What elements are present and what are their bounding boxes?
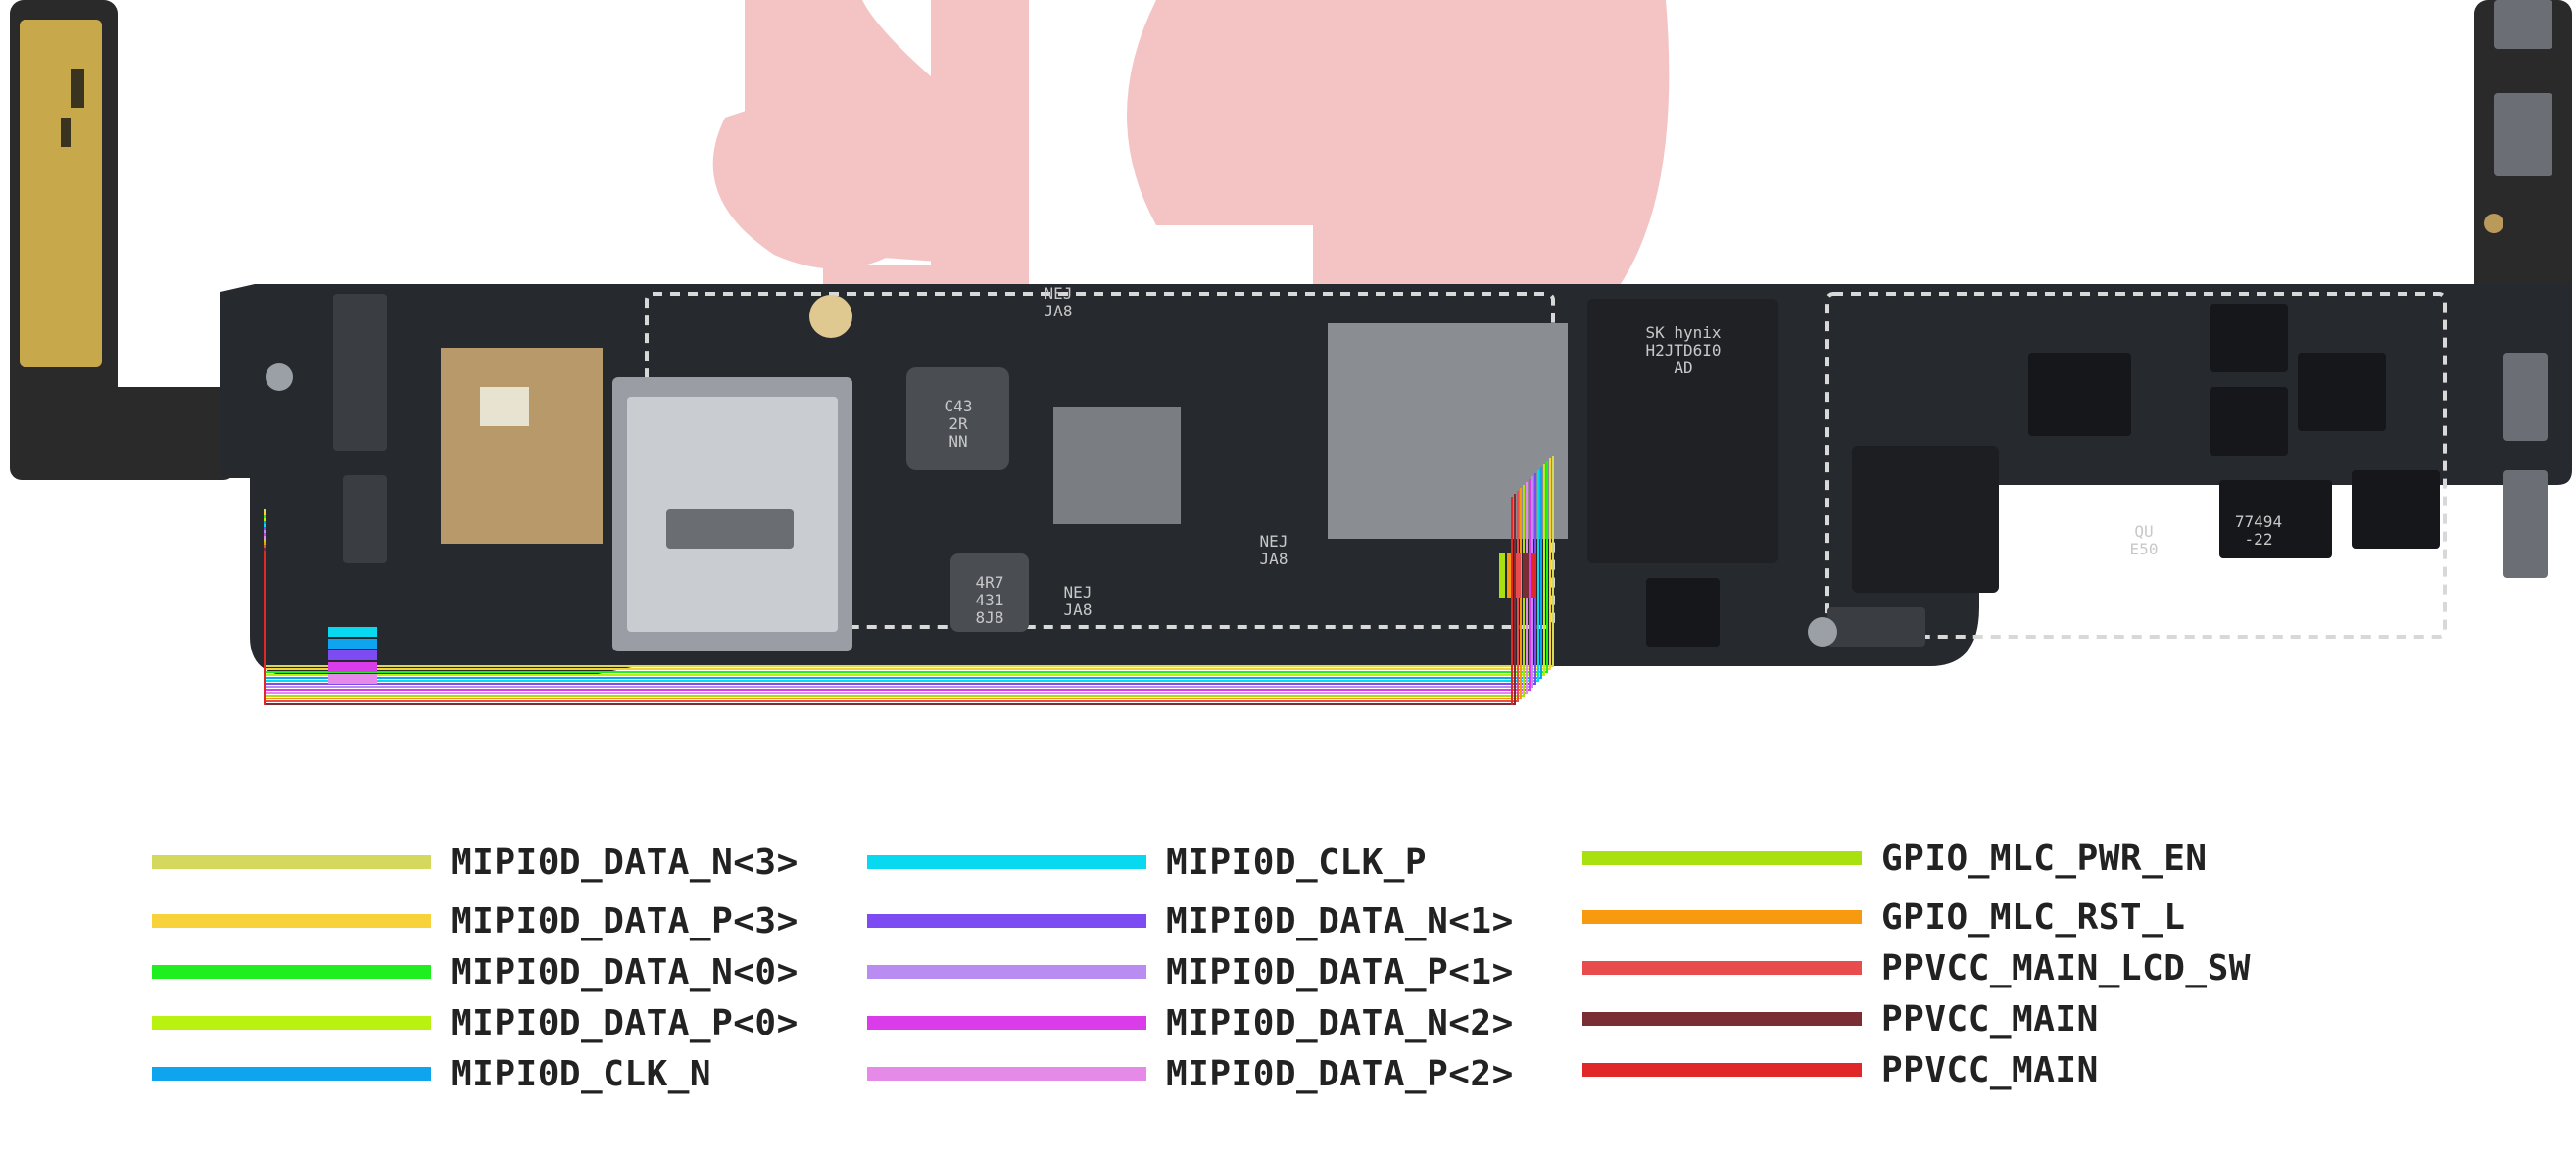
legend-swatch (152, 965, 431, 979)
legend-label: MIPI0D_DATA_N<0> (451, 951, 799, 992)
baseband-bga (1053, 407, 1181, 524)
chip-marking: JA8 (1260, 550, 1288, 568)
flex-cable-bottom (10, 387, 235, 480)
legend-item: MIPI0D_DATA_N<0> (152, 951, 799, 992)
legend-swatch (1582, 1012, 1862, 1026)
chip-marking: NEJ (1064, 583, 1093, 602)
nand-chip (1587, 299, 1778, 563)
battery-connector (333, 294, 387, 451)
inductor-c43 (906, 367, 1009, 470)
legend-swatch (867, 914, 1146, 928)
gold-screw-pad (809, 295, 852, 338)
legend-swatch (152, 914, 431, 928)
legend-swatch (1582, 910, 1862, 924)
chip-marking: JA8 (1045, 302, 1073, 320)
net-pad (1515, 553, 1521, 598)
legend-swatch (1582, 1063, 1862, 1077)
chip-marking: -22 (2245, 530, 2273, 549)
legend-label: MIPI0D_DATA_N<2> (1166, 1002, 1514, 1043)
net-pad (1507, 553, 1513, 598)
legend-label: MIPI0D_DATA_P<2> (1166, 1053, 1514, 1094)
legend-label: MIPI0D_CLK_N (451, 1053, 712, 1094)
chip-marking: NN (948, 432, 967, 451)
legend-item: PPVCC_MAIN (1582, 998, 2099, 1039)
wifi-chip (2028, 353, 2131, 436)
chip-marking: JA8 (1064, 601, 1093, 619)
legend-swatch (1582, 851, 1862, 865)
legend-label: MIPI0D_DATA_P<0> (451, 1002, 799, 1043)
legend-label: PPVCC_MAIN (1881, 998, 2099, 1039)
chip-marking: E50 (2130, 540, 2159, 558)
legend-label: MIPI0D_DATA_P<3> (451, 900, 799, 941)
chip-marking: 2R (948, 414, 968, 433)
net-pad (328, 650, 377, 660)
chip-marking: SK hynix (1645, 323, 1721, 342)
chip-marking: AD (1674, 359, 1692, 377)
net-pad (328, 627, 377, 637)
net-pad (328, 674, 377, 684)
legend-swatch (152, 1067, 431, 1081)
legend-swatch (867, 1067, 1146, 1081)
legend-item: MIPI0D_DATA_P<0> (152, 1002, 799, 1043)
legend-label: MIPI0D_DATA_N<3> (451, 842, 799, 883)
pmu-chip (1852, 446, 1999, 593)
chip-marking: C43 (945, 397, 973, 415)
chip-marking: 431 (976, 591, 1004, 609)
legend-swatch (867, 965, 1146, 979)
cpu-bga (1328, 323, 1568, 539)
legend-item: MIPI0D_DATA_N<2> (867, 1002, 1514, 1043)
legend-label: PPVCC_MAIN (1881, 1049, 2099, 1090)
chip-marking: QU (2134, 522, 2153, 541)
legend-item: MIPI0D_DATA_N<3> (152, 842, 799, 883)
legend-item: GPIO_MLC_RST_L (1582, 896, 2186, 938)
net-pad (1523, 553, 1529, 598)
legend-item: MIPI0D_DATA_P<1> (867, 951, 1514, 992)
net-trace (264, 497, 1513, 705)
chip-marking: NEJ (1045, 284, 1073, 303)
chip-marking: NEJ (1260, 532, 1288, 551)
chip-marking: 77494 (2235, 512, 2282, 531)
chip-marking: H2JTD6I0 (1645, 341, 1721, 360)
gold-can (441, 348, 603, 544)
legend-swatch (152, 1016, 431, 1030)
gold-shield-strip (20, 20, 102, 367)
legend-item: PPVCC_MAIN (1582, 1049, 2099, 1090)
legend-swatch (867, 855, 1146, 869)
legend-label: MIPI0D_DATA_P<1> (1166, 951, 1514, 992)
legend-label: MIPI0D_DATA_N<1> (1166, 900, 1514, 941)
legend-label: GPIO_MLC_PWR_EN (1881, 838, 2208, 879)
legend-item: MIPI0D_DATA_N<1> (867, 900, 1514, 941)
net-pad (328, 662, 377, 672)
legend-item: GPIO_MLC_PWR_EN (1582, 838, 2208, 879)
net-pad (1499, 553, 1505, 598)
legend-label: PPVCC_MAIN_LCD_SW (1881, 947, 2251, 988)
legend-swatch (1582, 961, 1862, 975)
legend-label: MIPI0D_CLK_P (1166, 842, 1428, 883)
net-pad (1531, 553, 1536, 598)
inductor-4r7 (950, 553, 1029, 632)
legend-item: MIPI0D_CLK_N (152, 1053, 712, 1094)
legend-label: GPIO_MLC_RST_L (1881, 896, 2186, 938)
legend-swatch (867, 1016, 1146, 1030)
chip-marking: 4R7 (976, 573, 1004, 592)
net-legend: MIPI0D_DATA_N<3> MIPI0D_DATA_P<3> MIPI0D_D… (0, 838, 2576, 1136)
legend-item: PPVCC_MAIN_LCD_SW (1582, 947, 2251, 988)
chip-marking: 8J8 (976, 608, 1004, 627)
legend-item: MIPI0D_DATA_P<2> (867, 1053, 1514, 1094)
legend-item: MIPI0D_DATA_P<3> (152, 900, 799, 941)
legend-swatch (152, 855, 431, 869)
legend-item: MIPI0D_CLK_P (867, 842, 1428, 883)
net-pad (328, 639, 377, 649)
